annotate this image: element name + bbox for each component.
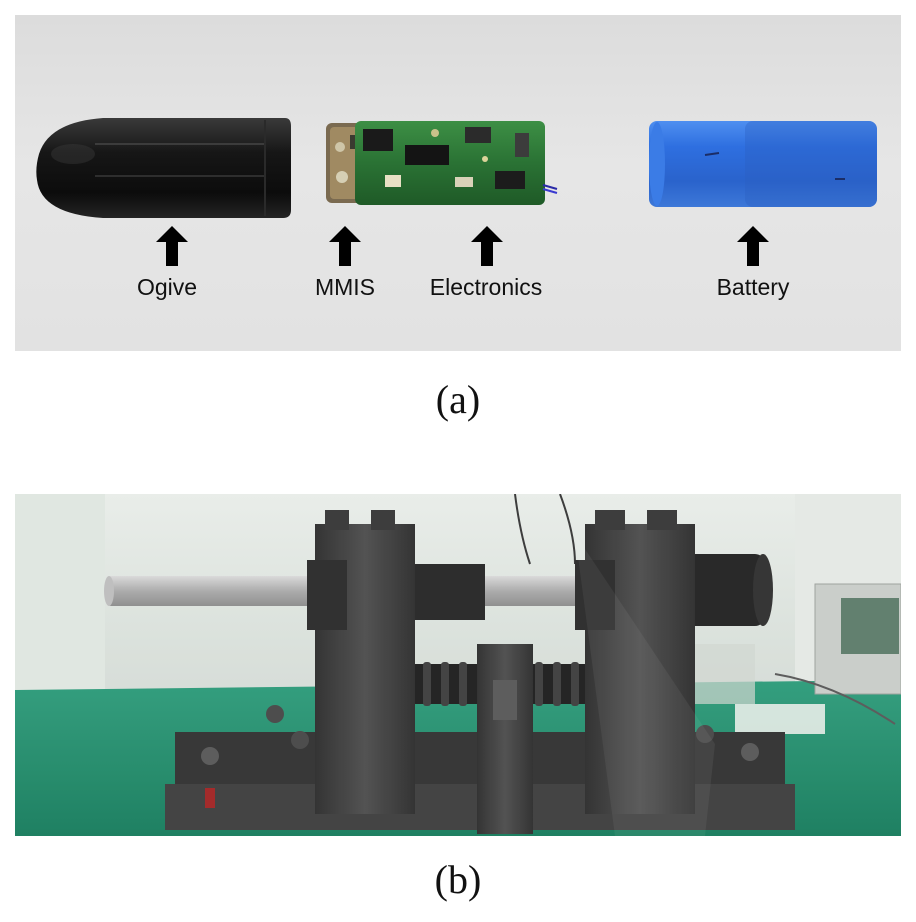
component-photo: Ogive MMIS Electronics Battery	[15, 15, 901, 351]
battery-arrow-icon	[737, 226, 769, 266]
test-rig-photo	[15, 494, 901, 836]
mmis-arrow-icon	[329, 226, 361, 266]
battery-part	[649, 121, 877, 207]
mmis-label: MMIS	[314, 274, 376, 300]
caption-b: (b)	[434, 857, 482, 902]
ogive-arrow-icon	[156, 226, 188, 266]
electronics-arrow-icon	[471, 226, 503, 266]
ogive-label: Ogive	[136, 274, 198, 300]
test-rig-scene	[15, 494, 901, 836]
ogive-part	[36, 118, 292, 218]
caption-a: (a)	[435, 377, 481, 422]
battery-label: Battery	[716, 274, 790, 300]
electronics-label: Electronics	[429, 274, 543, 300]
electronics-part	[355, 121, 558, 205]
